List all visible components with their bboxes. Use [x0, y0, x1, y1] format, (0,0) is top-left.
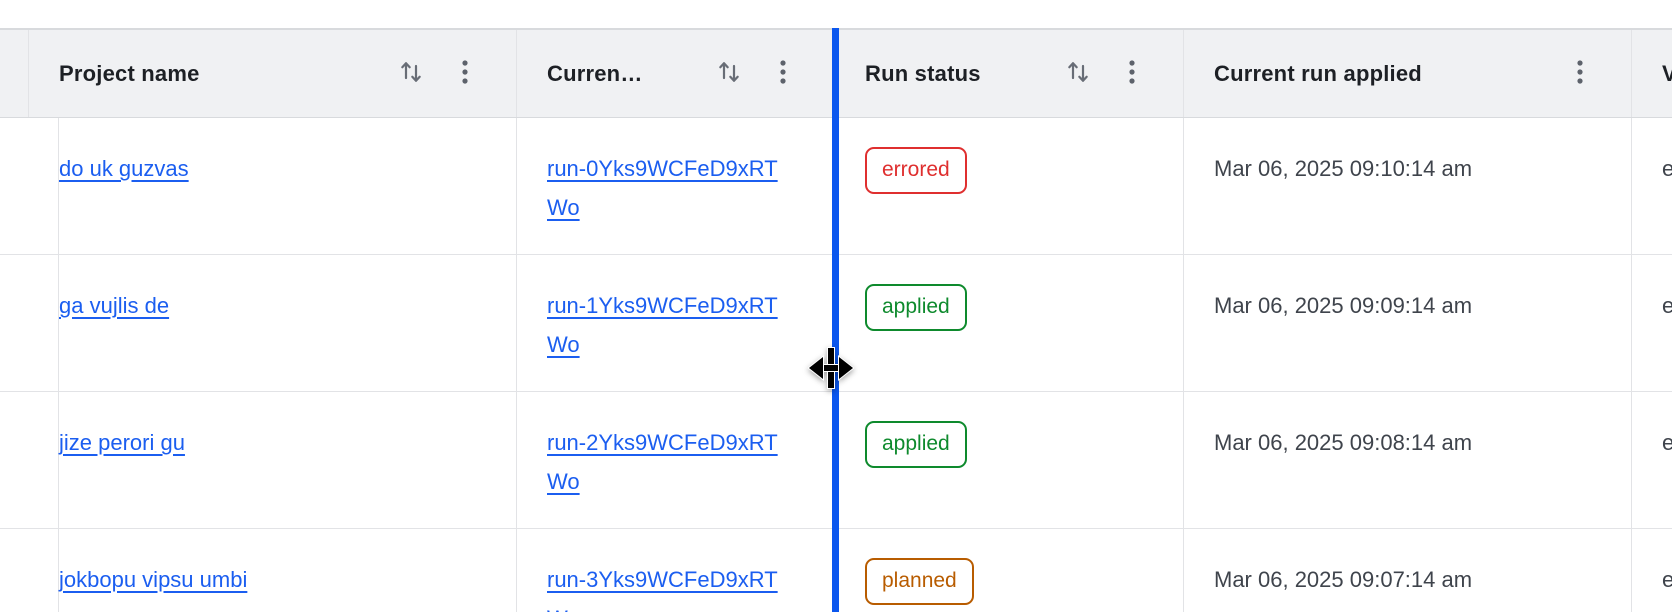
header-spacer-cell [0, 30, 29, 117]
spacer-cell [0, 118, 59, 254]
sort-arrows-icon [398, 58, 424, 89]
header-current-run-label: Curren… [547, 60, 643, 86]
header-run-status: Run status [835, 30, 1184, 117]
header-clipped-column: V [1632, 30, 1672, 117]
project-name-cell: ga vujlis de [29, 255, 517, 391]
sort-arrows-icon [1065, 58, 1091, 89]
clipped-cell: e [1632, 392, 1672, 528]
spacer-cell [0, 255, 59, 391]
run-link[interactable]: run-1Yks9WCFeD9xRTWo [547, 293, 778, 357]
header-run-status-label: Run status [865, 60, 981, 86]
kebab-menu-icon [1575, 58, 1585, 89]
column-resize-indicator[interactable] [832, 28, 839, 612]
col-resize-cursor-icon [807, 347, 855, 389]
current-run-applied-cell: Mar 06, 2025 09:10:14 am [1184, 118, 1632, 254]
sort-button[interactable] [1065, 58, 1091, 89]
run-status-badge: errored [865, 147, 967, 194]
sort-button[interactable] [398, 58, 424, 89]
current-run-applied-cell: Mar 06, 2025 09:07:14 am [1184, 529, 1632, 612]
project-link[interactable]: do uk guzvas [59, 156, 189, 181]
run-status-badge: planned [865, 558, 974, 605]
clipped-cell: e [1632, 118, 1672, 254]
current-run-applied-cell: Mar 06, 2025 09:09:14 am [1184, 255, 1632, 391]
run-status-cell: errored [835, 118, 1184, 254]
header-clipped-column-label: V [1662, 60, 1672, 86]
current-run-cell: run-0Yks9WCFeD9xRTWo [517, 118, 835, 254]
project-name-cell: do uk guzvas [29, 118, 517, 254]
kebab-menu-icon [778, 58, 788, 89]
run-status-badge: applied [865, 284, 967, 331]
spacer-cell [0, 392, 59, 528]
kebab-menu-icon [1127, 58, 1137, 89]
project-name-cell: jize perori gu [29, 392, 517, 528]
header-current-run: Curren… [517, 30, 835, 117]
header-project-name: Project name [29, 30, 517, 117]
header-current-run-applied: Current run applied [1184, 30, 1632, 117]
column-menu-button[interactable] [778, 58, 788, 89]
current-run-cell: run-3Yks9WCFeD9xRTWo [517, 529, 835, 612]
spacer-cell [0, 529, 59, 612]
project-link[interactable]: jize perori gu [59, 430, 185, 455]
column-menu-button[interactable] [1575, 58, 1585, 89]
run-status-cell: planned [835, 529, 1184, 612]
sort-button[interactable] [716, 58, 742, 89]
run-status-cell: applied [835, 392, 1184, 528]
project-name-cell: jokbopu vipsu umbi [29, 529, 517, 612]
header-current-run-applied-label: Current run applied [1214, 60, 1422, 86]
sort-arrows-icon [716, 58, 742, 89]
run-link[interactable]: run-2Yks9WCFeD9xRTWo [547, 430, 778, 494]
column-menu-button[interactable] [1127, 58, 1137, 89]
kebab-menu-icon [460, 58, 470, 89]
run-link[interactable]: run-0Yks9WCFeD9xRTWo [547, 156, 778, 220]
project-link[interactable]: jokbopu vipsu umbi [59, 567, 248, 592]
run-status-badge: applied [865, 421, 967, 468]
current-run-applied-cell: Mar 06, 2025 09:08:14 am [1184, 392, 1632, 528]
run-status-cell: applied [835, 255, 1184, 391]
project-link[interactable]: ga vujlis de [59, 293, 170, 318]
run-link[interactable]: run-3Yks9WCFeD9xRTWo [547, 567, 778, 612]
column-menu-button[interactable] [460, 58, 470, 89]
current-run-cell: run-1Yks9WCFeD9xRTWo [517, 255, 835, 391]
clipped-cell: e [1632, 255, 1672, 391]
header-project-name-label: Project name [59, 60, 200, 86]
current-run-cell: run-2Yks9WCFeD9xRTWo [517, 392, 835, 528]
clipped-cell: e [1632, 529, 1672, 612]
